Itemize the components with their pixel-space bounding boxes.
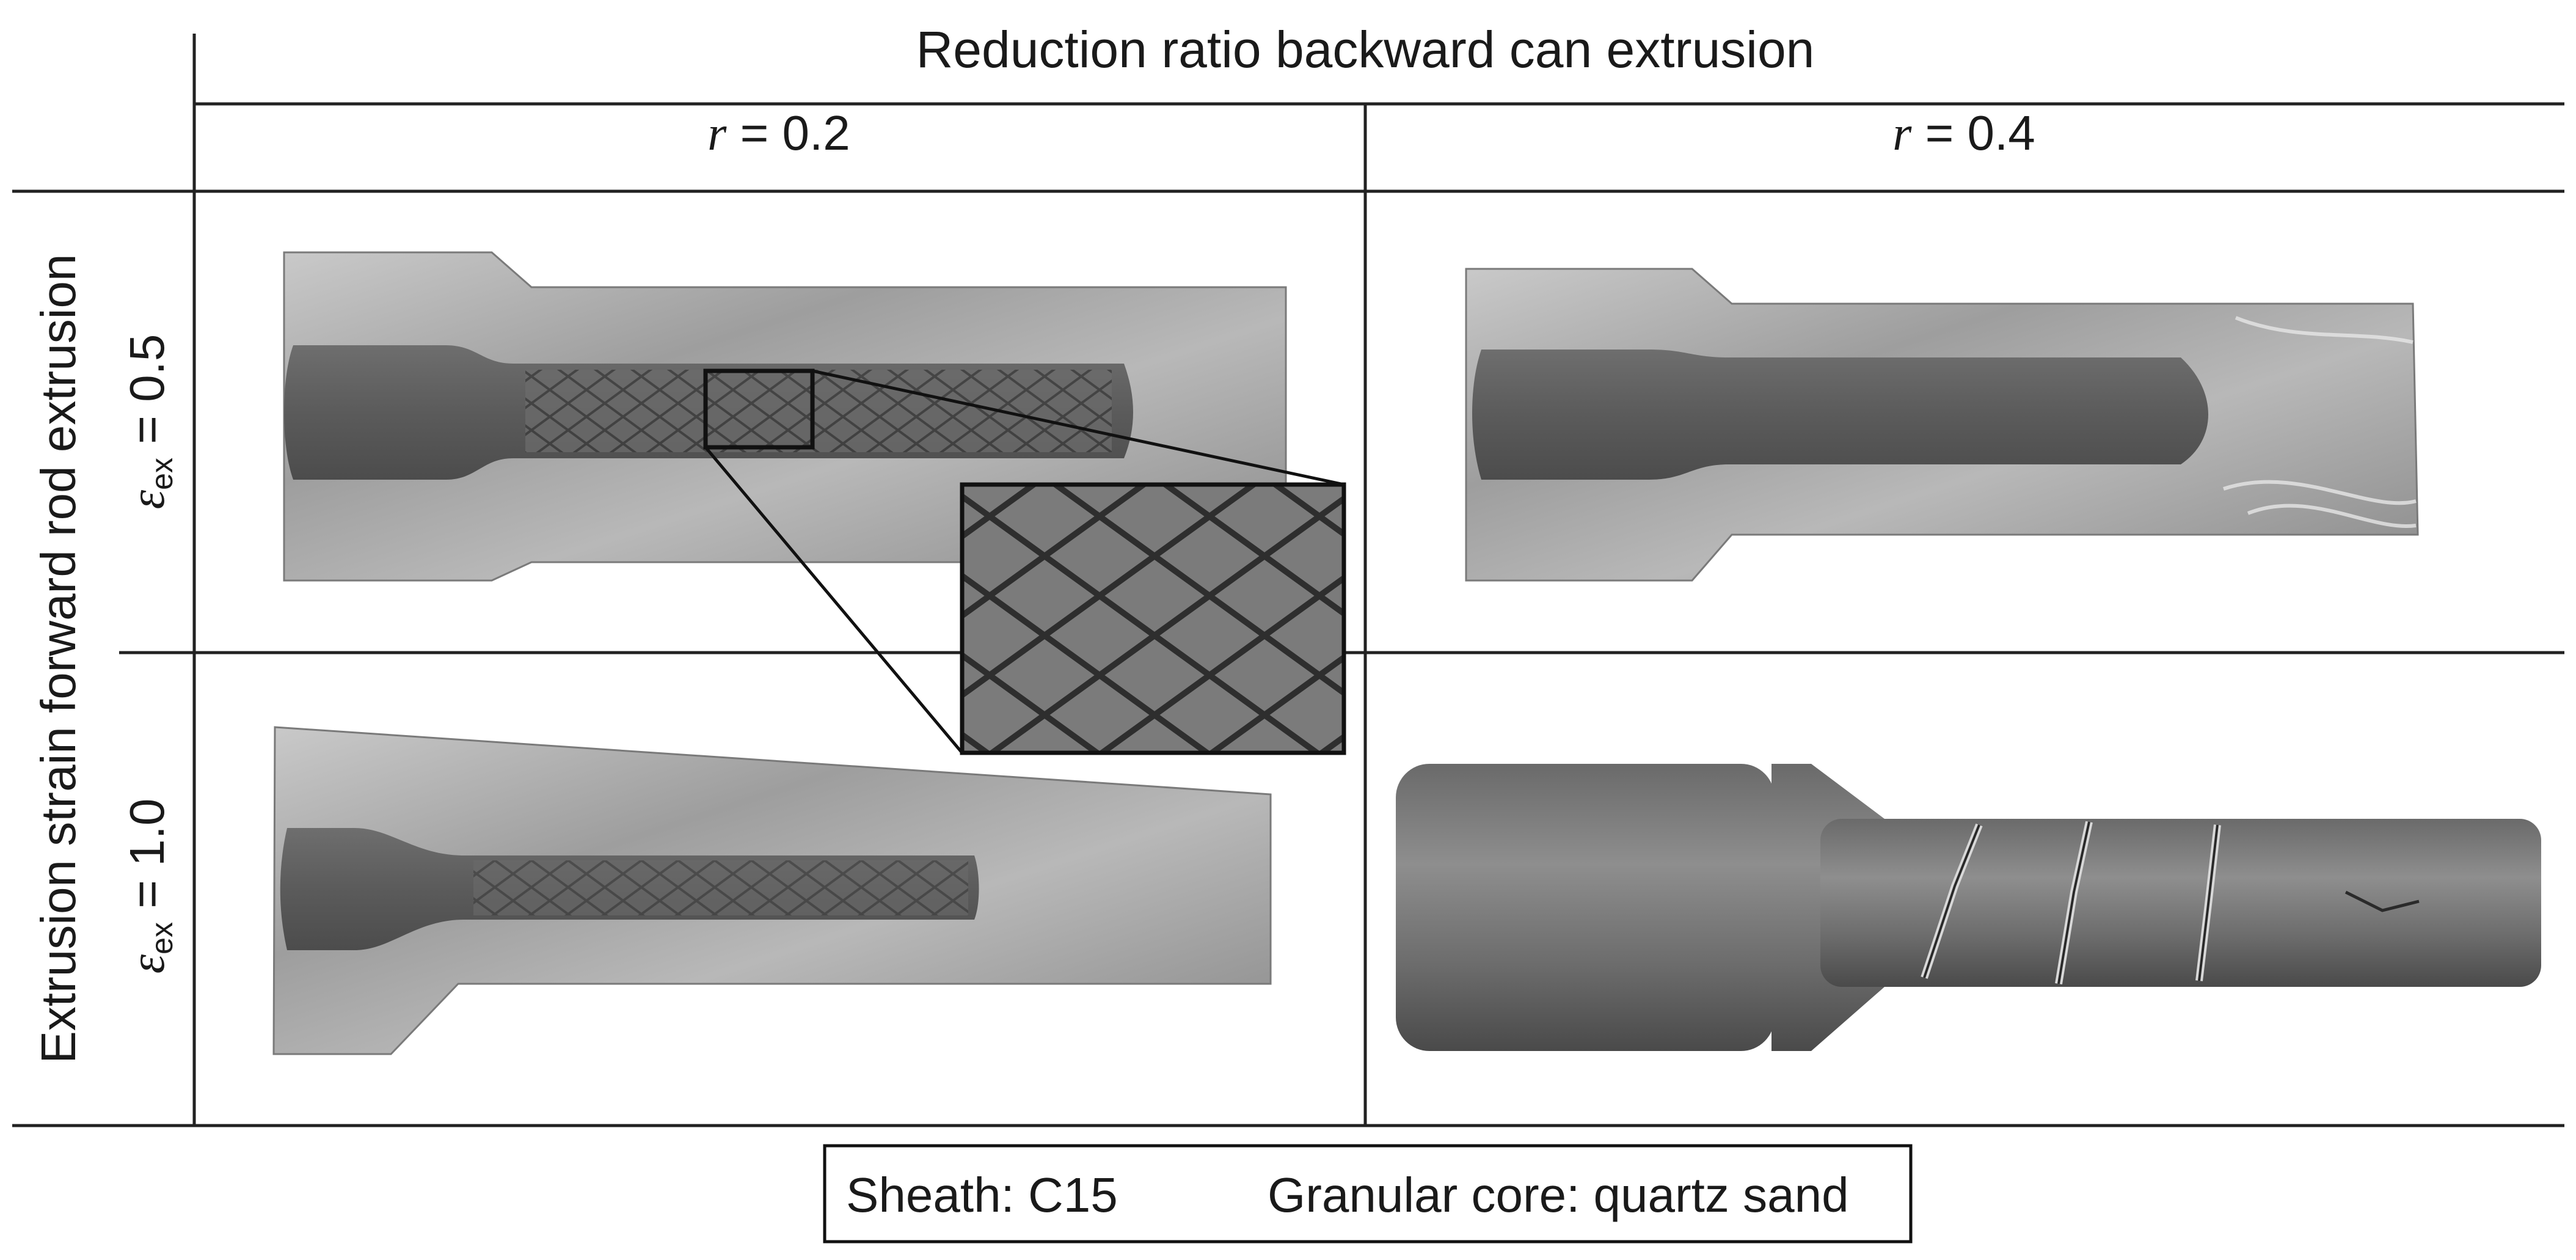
row-value: = 0.5 xyxy=(120,334,174,444)
column-symbol: r xyxy=(1892,107,1912,161)
legend-core: Granular core: quartz sand xyxy=(1268,1168,1849,1222)
row-axis-label: Extrusion strain forward rod extrusion xyxy=(31,254,86,1064)
row-header-eps10: εex = 1.0 xyxy=(120,799,179,974)
row-subscript: ex xyxy=(145,458,179,490)
zoom-marker-box xyxy=(703,368,815,450)
zoom-callout-line xyxy=(812,369,1345,486)
row-symbol: ε xyxy=(121,489,175,509)
legend-sheath: Sheath: C15 xyxy=(846,1168,1118,1222)
material-legend: Sheath: C15 Granular core: quartz sand xyxy=(823,1144,1913,1244)
specimen-r04-eps10 xyxy=(1396,764,2541,1051)
zoom-inset xyxy=(704,369,1346,755)
column-group-header: Reduction ratio backward can extrusion xyxy=(916,21,1815,78)
specimen-r02-eps10 xyxy=(272,726,1272,1055)
zoom-callout-line xyxy=(704,446,963,754)
specimen-r02-eps05 xyxy=(283,251,1287,582)
specimen-r04-eps05 xyxy=(1465,268,2419,582)
column-symbol: r xyxy=(707,107,727,161)
row-value: = 1.0 xyxy=(120,799,174,909)
column-header-r02: r = 0.2 xyxy=(707,106,850,161)
column-value: = 0.2 xyxy=(740,106,850,160)
column-value: = 0.4 xyxy=(1925,106,2035,160)
row-subscript: ex xyxy=(145,922,179,954)
column-header-r04: r = 0.4 xyxy=(1892,106,2035,161)
row-header-eps05: εex = 0.5 xyxy=(120,334,179,510)
row-symbol: ε xyxy=(121,954,175,973)
